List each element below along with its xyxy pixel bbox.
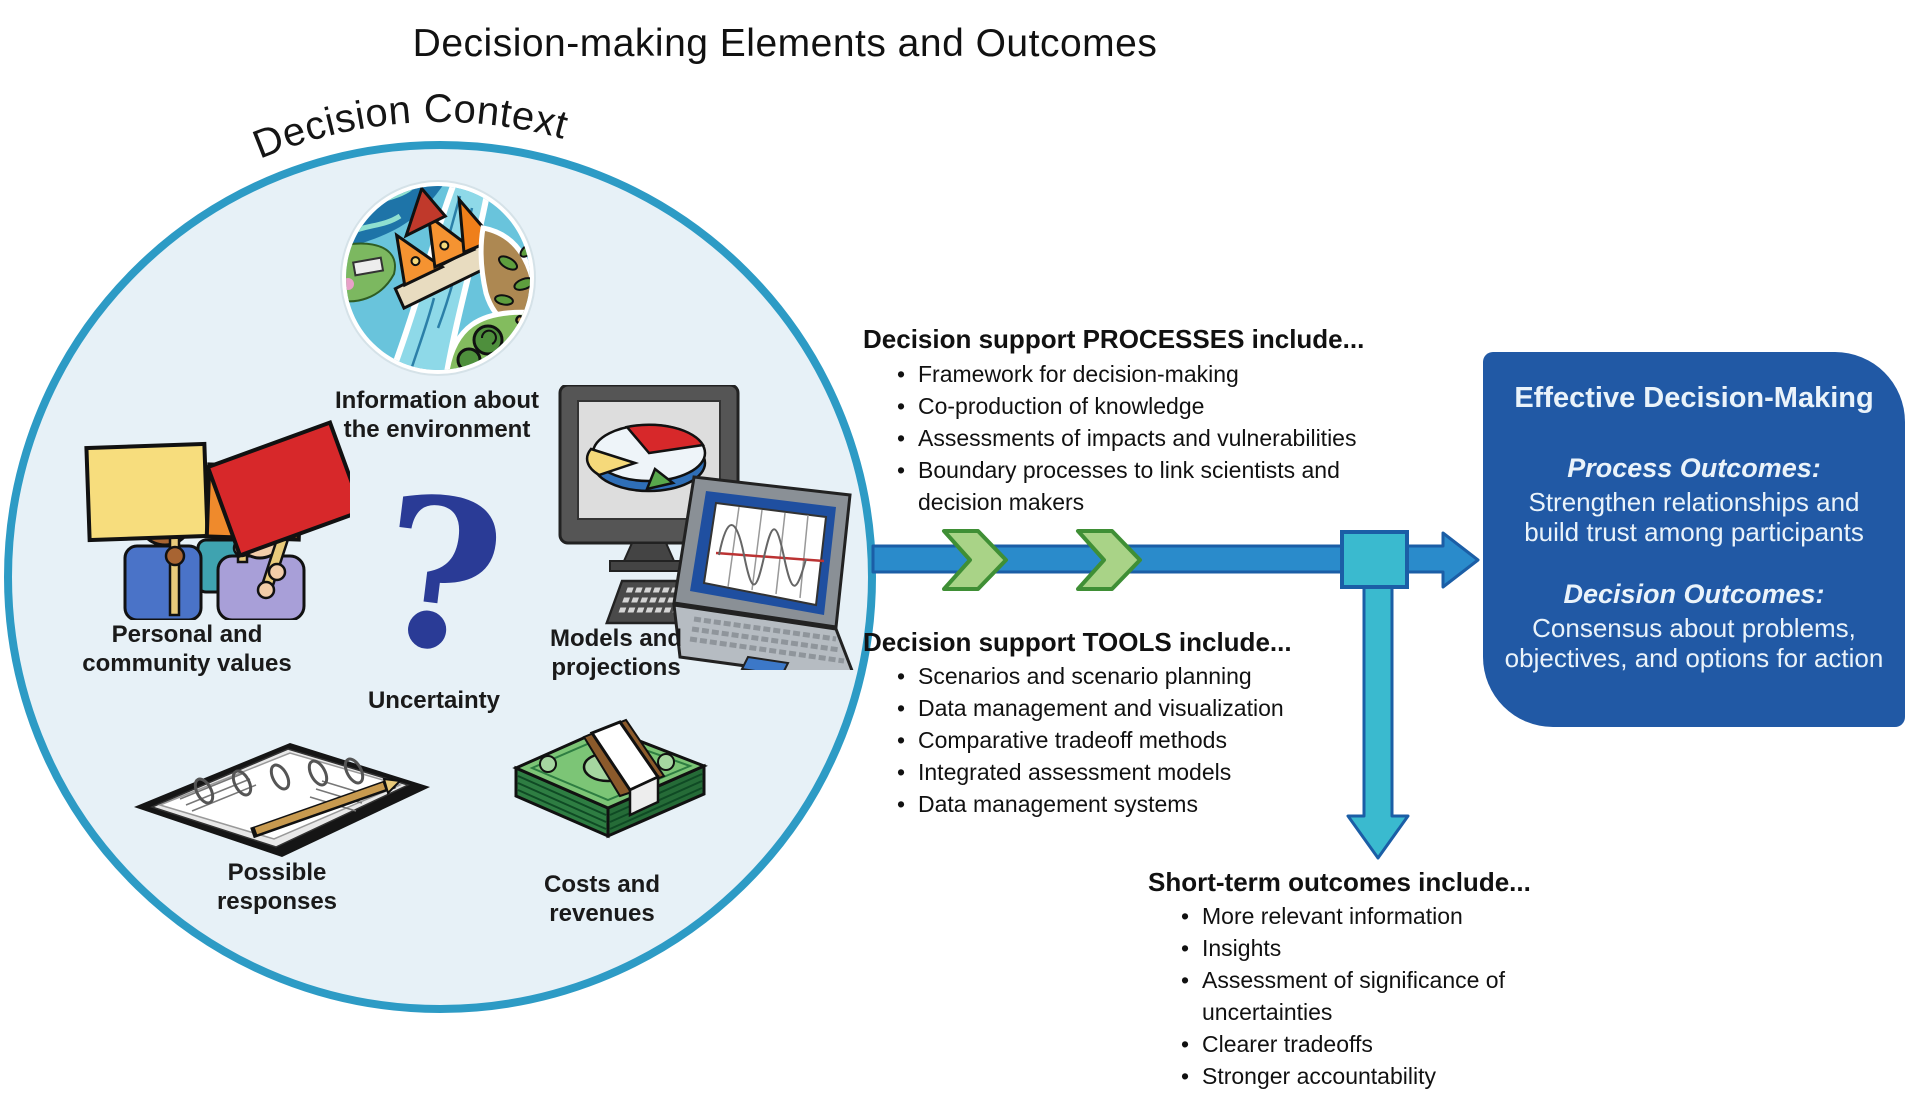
processes-bullets: Framework for decision-makingCo-producti… xyxy=(888,358,1388,518)
chevron-right-icon xyxy=(1076,529,1142,591)
binder-rings xyxy=(193,757,365,805)
outcome-box-title: Effective Decision-Making xyxy=(1514,382,1874,414)
label-information-environment: Information about the environment xyxy=(335,387,539,443)
binder-illustration xyxy=(134,743,430,857)
label-personal-community-values: Personal and community values xyxy=(82,621,292,677)
short-term-bullets: More relevant informationInsightsAssessm… xyxy=(1172,900,1622,1092)
process-outcomes-section: Process Outcomes: Strengthen relationshi… xyxy=(1499,453,1889,547)
label-uncertainty: Uncertainty xyxy=(367,687,501,714)
label-costs-revenues: Costs and revenues xyxy=(543,871,660,927)
bullet-item: Comparative tradeoff methods xyxy=(888,724,1388,756)
bullet-item: Framework for decision-making xyxy=(888,358,1388,390)
pie-chart-on-screen xyxy=(585,423,707,493)
decision-outcomes-section: Decision Outcomes: Consensus about probl… xyxy=(1499,579,1889,673)
bullet-item: Data management and visualization xyxy=(888,692,1388,724)
bullet-item: Scenarios and scenario planning xyxy=(888,660,1388,692)
bullet-item: More relevant information xyxy=(1172,900,1622,932)
tools-bullets: Scenarios and scenario planningData mana… xyxy=(888,660,1388,820)
bullet-item: Boundary processes to link scientists an… xyxy=(888,454,1388,518)
bullet-item: Data management systems xyxy=(888,788,1388,820)
bullet-item: Integrated assessment models xyxy=(888,756,1388,788)
process-outcomes-heading: Process Outcomes: xyxy=(1567,453,1821,483)
effective-decision-making-box: Effective Decision-Making Process Outcom… xyxy=(1483,352,1905,727)
environment-collage-illustration xyxy=(340,180,536,376)
flow-junction-square xyxy=(1340,530,1409,589)
tools-heading: Decision support TOOLS include... xyxy=(863,627,1292,657)
label-possible-responses: Possible responses xyxy=(216,859,338,915)
bullet-item: Assessments of impacts and vulnerabiliti… xyxy=(888,422,1388,454)
money-band xyxy=(582,718,666,817)
label-models-projections: Models and projections xyxy=(549,625,682,681)
bullet-item: Co-production of knowledge xyxy=(888,390,1388,422)
svg-text:?: ? xyxy=(366,485,514,675)
flow-arrow-horizontal xyxy=(871,531,1480,589)
people-with-signs-illustration xyxy=(84,420,350,620)
question-mark-icon: ? xyxy=(366,485,514,675)
bullet-item: Assessment of significance of uncertaint… xyxy=(1172,964,1622,1028)
money-stack-illustration xyxy=(512,718,708,839)
process-outcomes-body: Strengthen relationships and build trust… xyxy=(1524,487,1864,547)
pencil-icon xyxy=(250,777,403,839)
chevron-right-icon xyxy=(942,529,1008,591)
decision-outcomes-heading: Decision Outcomes: xyxy=(1563,579,1825,609)
bullet-item: Insights xyxy=(1172,932,1622,964)
decision-outcomes-body: Consensus about problems, objectives, an… xyxy=(1504,613,1884,673)
page-title: Decision-making Elements and Outcomes xyxy=(412,22,1158,65)
protest-signs xyxy=(84,420,350,558)
bullet-item: Stronger accountability xyxy=(1172,1060,1622,1092)
computers-illustration xyxy=(558,385,854,670)
laptop-icon xyxy=(672,475,854,670)
short-term-heading: Short-term outcomes include... xyxy=(1148,867,1531,897)
bullet-item: Clearer tradeoffs xyxy=(1172,1028,1622,1060)
processes-heading: Decision support PROCESSES include... xyxy=(863,324,1365,354)
